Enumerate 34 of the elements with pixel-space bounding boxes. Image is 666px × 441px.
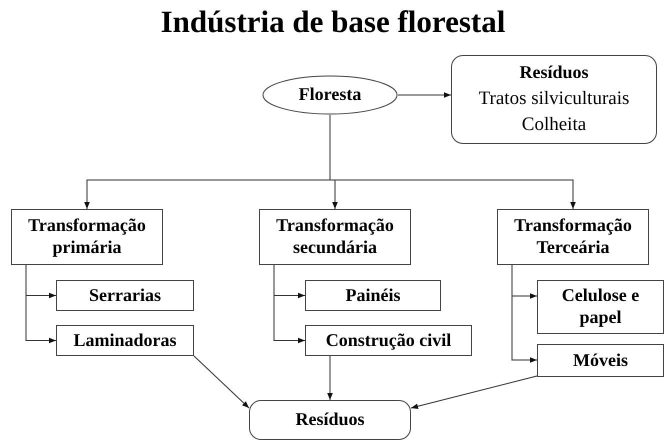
process-box: [537, 344, 664, 377]
box-heading: Resíduos: [519, 62, 589, 84]
box-label: Celulose e papel: [560, 285, 640, 329]
box-label: Transformação primária: [27, 215, 147, 259]
box-label: Transformação secundária: [275, 215, 395, 259]
box-label: Painéis: [345, 284, 400, 306]
process-box: [305, 280, 441, 311]
box-label: Serrarias: [89, 284, 161, 306]
arrow: [327, 356, 333, 400]
box-label: Resíduos: [295, 409, 365, 431]
arrow: [398, 92, 452, 98]
process-box: [11, 209, 163, 265]
process-box: [497, 209, 649, 265]
process-box: [56, 280, 194, 311]
title: Indústria de base florestal: [160, 4, 506, 40]
box-text: Tratos silviculturais: [478, 88, 630, 110]
arrow: [194, 356, 250, 408]
process-box: [259, 209, 411, 265]
box-label: Laminadoras: [73, 330, 177, 352]
process-box: [537, 280, 664, 334]
arrow: [512, 264, 538, 363]
arrow: [410, 376, 538, 409]
ellipse-node: [262, 75, 398, 115]
box-label: Móveis: [573, 350, 628, 372]
process-box: [56, 325, 194, 356]
box-label: Floresta: [298, 84, 362, 106]
rounded-box: [249, 400, 411, 440]
box-label: Construção civil: [326, 330, 452, 352]
process-box: [305, 325, 472, 356]
rounded-box: [451, 55, 657, 144]
arrow: [26, 264, 56, 344]
box-text: Colheita: [522, 114, 586, 138]
box-label: Transformação Terceária: [513, 215, 633, 259]
arrow: [274, 264, 306, 344]
